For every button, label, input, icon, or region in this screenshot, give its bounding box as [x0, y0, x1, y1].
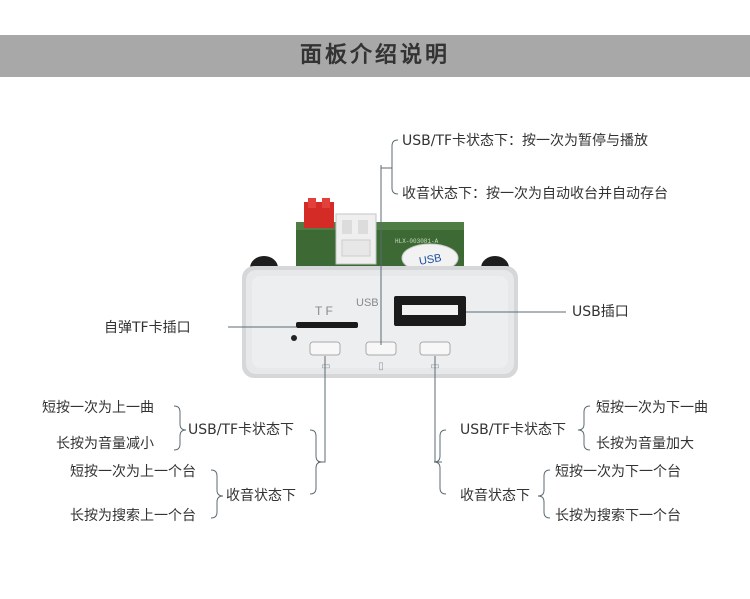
- left-radio-short-label: 短按一次为上一个台: [70, 464, 196, 480]
- right-usb-bracket: [577, 405, 591, 451]
- prev-button[interactable]: [309, 341, 341, 356]
- left-main-bracket: [309, 429, 323, 495]
- top-bracket: [391, 139, 399, 195]
- right-usb-short-label: 短按一次为下一曲: [596, 400, 708, 416]
- right-usb-long-label: 长按为音量加大: [596, 436, 694, 452]
- page-title: 面板介绍说明: [299, 43, 450, 68]
- left-radio-bracket: [210, 469, 224, 519]
- right-radio-bracket: [537, 469, 551, 519]
- usb-port[interactable]: [394, 296, 466, 326]
- left-usb-long-label: 长按为音量减小: [56, 436, 154, 452]
- right-usb-state-label: USB/TF卡状态下: [460, 422, 567, 438]
- right-main-bracket: [433, 429, 447, 495]
- next-button[interactable]: [419, 341, 451, 356]
- left-usb-bracket: [173, 405, 187, 451]
- right-radio-short-label: 短按一次为下一个台: [555, 464, 681, 480]
- left-callout-line: [318, 356, 326, 463]
- top-play-label: USB/TF卡状态下：按一次为暂停与播放: [402, 133, 649, 149]
- right-radio-state-label: 收音状态下: [460, 488, 530, 504]
- white-connector-icon: [335, 213, 377, 265]
- pcb-sticker-text: USB: [418, 252, 442, 268]
- right-callout-line: [434, 356, 442, 463]
- red-connector-icon: [304, 198, 334, 228]
- header-banner: 面板介绍说明: [0, 35, 750, 77]
- right-radio-long-label: 长按为搜索下一个台: [555, 508, 681, 524]
- tf-card-slot[interactable]: [296, 322, 358, 328]
- ir-sensor-icon: [291, 335, 297, 341]
- left-radio-long-label: 长按为搜索上一个台: [70, 508, 196, 524]
- tf-slot-label: T F: [315, 304, 333, 318]
- prev-glyph-icon: ▭: [321, 361, 330, 372]
- left-radio-state-label: 收音状态下: [226, 488, 296, 504]
- usb-port-label: USB: [356, 297, 379, 309]
- top-radio-label: 收音状态下：按一次为自动收台并自动存台: [402, 186, 668, 202]
- pcb-code: HLX-003081-A: [395, 238, 439, 245]
- left-usb-short-label: 短按一次为上一曲: [42, 400, 154, 416]
- play-pause-glyph-icon: ▯: [378, 361, 384, 372]
- left-usb-state-label: USB/TF卡状态下: [188, 422, 295, 438]
- tf-slot-callout-label: 自弹TF卡插口: [104, 320, 191, 336]
- usb-port-callout-label: USB插口: [572, 304, 629, 320]
